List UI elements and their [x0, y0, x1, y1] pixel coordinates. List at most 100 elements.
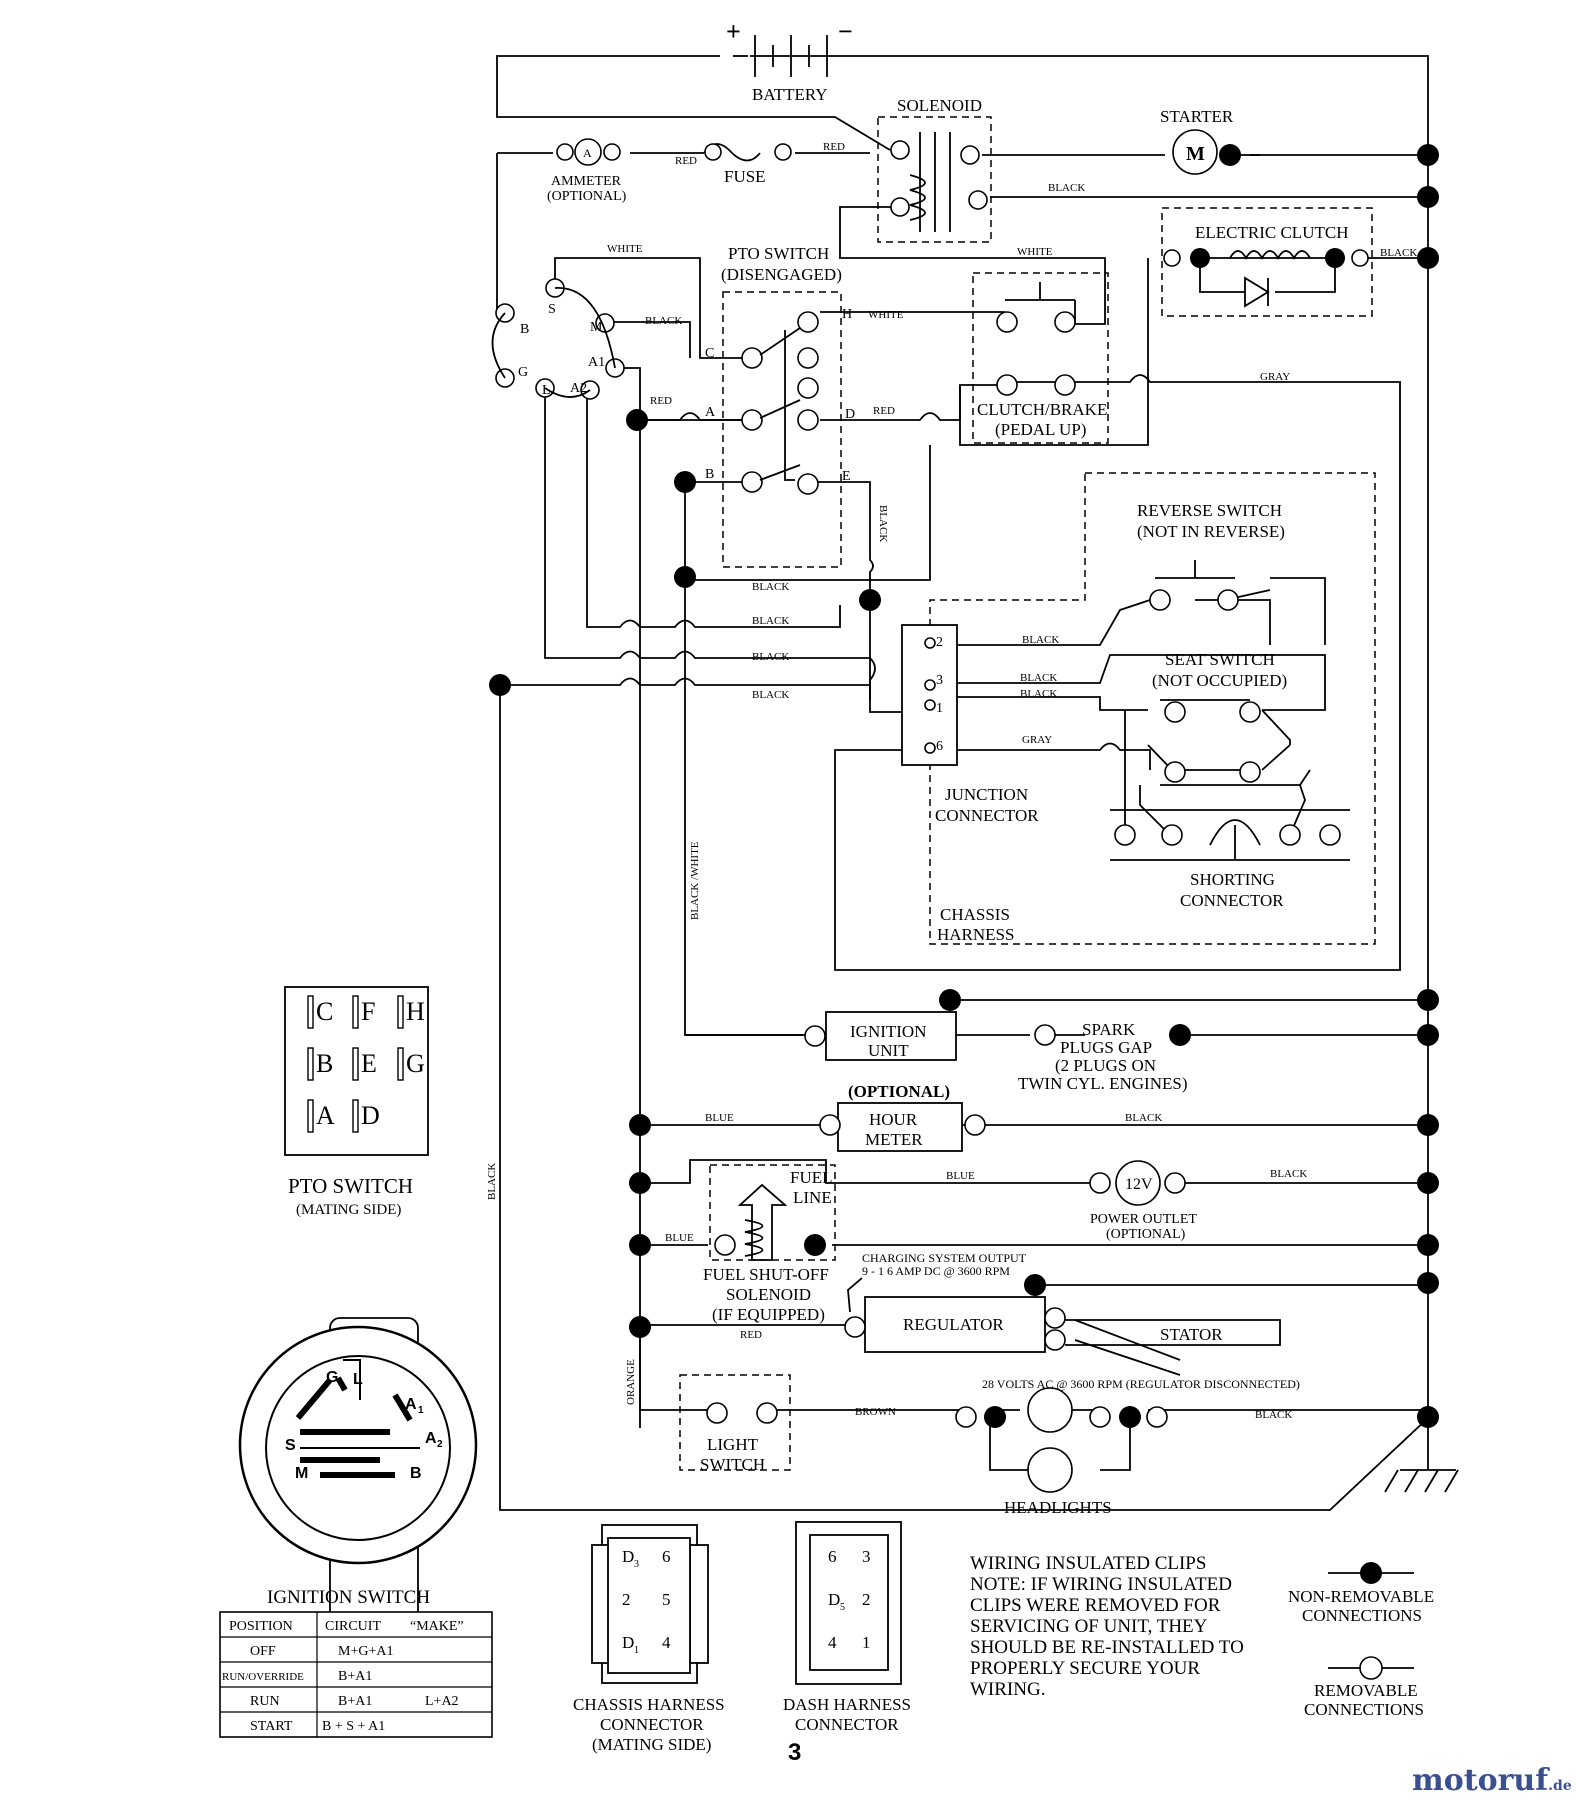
- chassis-pins-pin: D: [622, 1633, 634, 1652]
- wire-black: BLACK: [1020, 672, 1057, 684]
- wire-blue: BLUE: [665, 1232, 694, 1244]
- pto-switch-sub: (DISENGAGED): [721, 265, 842, 284]
- wire-red: RED: [823, 141, 845, 153]
- ign-face-l: L: [353, 1371, 363, 1388]
- ign-face-m: M: [295, 1465, 308, 1482]
- ign-table-position: RUN: [250, 1694, 280, 1709]
- wire-gray: GRAY: [1260, 371, 1290, 383]
- note-l1: WIRING INSULATED CLIPS: [970, 1553, 1206, 1574]
- pto-mating-pin-slot: [352, 1099, 359, 1133]
- ign-table-circuit: M+G+A1: [338, 1644, 393, 1659]
- ign-face-b: B: [410, 1465, 422, 1482]
- shorting-label-1: SHORTING: [1190, 870, 1275, 889]
- dashed-enclosures: [679, 116, 1376, 1471]
- junction-pin-6: 6: [936, 739, 943, 754]
- ign-table-header: “MAKE”: [410, 1619, 464, 1634]
- ign-table-circuit: B+A1: [338, 1694, 372, 1709]
- chassis-conn-l2: CONNECTOR: [600, 1715, 704, 1734]
- junction-label-1: JUNCTION: [945, 785, 1028, 804]
- chassis-pins-pin: 5: [662, 1590, 671, 1609]
- note-l2: NOTE: IF WIRING INSULATED: [970, 1574, 1232, 1595]
- wire-black: BLACK: [1125, 1112, 1162, 1124]
- ign-table-make: L+A2: [425, 1694, 459, 1709]
- pto-switch-label: PTO SWITCH: [728, 244, 829, 263]
- ign-table-header: POSITION: [229, 1619, 293, 1634]
- wire-black: BLACK: [752, 651, 789, 663]
- pto-mating-pin-slot: [307, 995, 314, 1029]
- ign-term-b: B: [520, 322, 529, 337]
- pto-mating-pin-slot: [352, 1047, 359, 1081]
- note-l6: PROPERLY SECURE YOUR: [970, 1658, 1200, 1679]
- hour-meter-label-1: HOUR: [869, 1110, 918, 1129]
- ign-face-g: G: [326, 1369, 338, 1386]
- fuel-solenoid-label-2: SOLENOID: [726, 1285, 811, 1304]
- wire-black-white: BLACK /WHITE: [689, 841, 701, 920]
- solenoid-label: SOLENOID: [897, 96, 982, 115]
- ign-face-s: S: [285, 1437, 296, 1454]
- starter-motor: [1172, 129, 1218, 175]
- battery-minus: −: [838, 17, 853, 46]
- dash-pins-pin: 6: [828, 1547, 837, 1566]
- reverse-switch-sub: (NOT IN REVERSE): [1137, 522, 1285, 541]
- junction-pin-2: 2: [936, 635, 943, 650]
- wire-red: RED: [650, 395, 672, 407]
- fuel-line-label-1: FUEL: [790, 1168, 833, 1187]
- ammeter-label: AMMETER: [551, 174, 622, 189]
- fuel-line-label-2: LINE: [793, 1188, 832, 1207]
- wire-black: BLACK: [645, 315, 682, 327]
- terminal-letters: S B M A1 G L A2 C H A D B E 2 3 1 6: [518, 302, 943, 754]
- spark-label-3: (2 PLUGS ON: [1055, 1056, 1156, 1075]
- charging-label-2: 9 - 1 6 AMP DC @ 3600 RPM: [862, 1264, 1010, 1278]
- chassis-pins-pin: 2: [622, 1590, 631, 1609]
- pto-term-h: H: [842, 307, 852, 322]
- starter-label: STARTER: [1160, 107, 1234, 126]
- ignition-unit-label-1: IGNITION: [850, 1022, 926, 1041]
- chassis-pins-pin: 4: [662, 1633, 671, 1652]
- pto-mating-pin-f: F: [361, 997, 375, 1026]
- pto-mating-pin-c: C: [316, 997, 333, 1026]
- seat-switch-label: SEAT SWITCH: [1165, 650, 1275, 669]
- power-outlet-symbol: [1115, 1160, 1161, 1206]
- pto-mating-pin-e: E: [361, 1049, 377, 1078]
- hour-meter-optional: (OPTIONAL): [848, 1082, 950, 1101]
- ign-term-g: G: [518, 365, 528, 380]
- pto-mating-pin-slot: [397, 1047, 404, 1081]
- wire-white: WHITE: [1017, 246, 1053, 258]
- clutch-brake-sub: (PEDAL UP): [995, 420, 1086, 439]
- ign-term-a1: A1: [588, 355, 605, 370]
- connection-legend: NON-REMOVABLE CONNECTIONS REMOVABLE CONN…: [1288, 1562, 1434, 1719]
- component-boxes: [574, 35, 1218, 1353]
- legend-removable-1: REMOVABLE: [1314, 1681, 1418, 1700]
- stator-label: STATOR: [1160, 1325, 1223, 1344]
- wire-blue: BLUE: [705, 1112, 734, 1124]
- chassis-pins-pin-sub: 1: [634, 1645, 639, 1656]
- pto-mating-title: PTO SWITCH: [288, 1174, 413, 1198]
- wire-black: BLACK: [752, 615, 789, 627]
- ign-term-l: L: [542, 383, 551, 398]
- ignition-unit-box: [825, 1011, 957, 1061]
- pto-mating-pin-slot: [307, 1099, 314, 1133]
- pto-mating-sub: (MATING SIDE): [296, 1202, 401, 1218]
- pto-mating-pin-slot: [352, 995, 359, 1029]
- battery-cells: [754, 35, 828, 77]
- ign-table-header: CIRCUIT: [325, 1619, 381, 1634]
- legend-nonremovable-1: NON-REMOVABLE: [1288, 1587, 1434, 1606]
- electric-clutch-label: ELECTRIC CLUTCH: [1195, 223, 1348, 242]
- ign-face-a2-sub: 2: [437, 1439, 443, 1450]
- wire-black: BLACK: [1380, 247, 1417, 259]
- power-outlet-symbol-text: 12V: [1125, 1176, 1153, 1193]
- spark-label-4: TWIN CYL. ENGINES): [1018, 1074, 1188, 1093]
- ign-term-m: M: [590, 320, 603, 335]
- ign-term-a2: A2: [570, 381, 587, 396]
- note-l7: WIRING.: [970, 1679, 1045, 1700]
- wires: [496, 55, 1459, 1511]
- watermark-suffix: .de: [1548, 1778, 1572, 1794]
- pto-term-b: B: [705, 467, 714, 482]
- chassis-label-1: CHASSIS: [940, 905, 1010, 924]
- wire-black: BLACK: [486, 1163, 498, 1200]
- hour-meter-box: [837, 1102, 963, 1152]
